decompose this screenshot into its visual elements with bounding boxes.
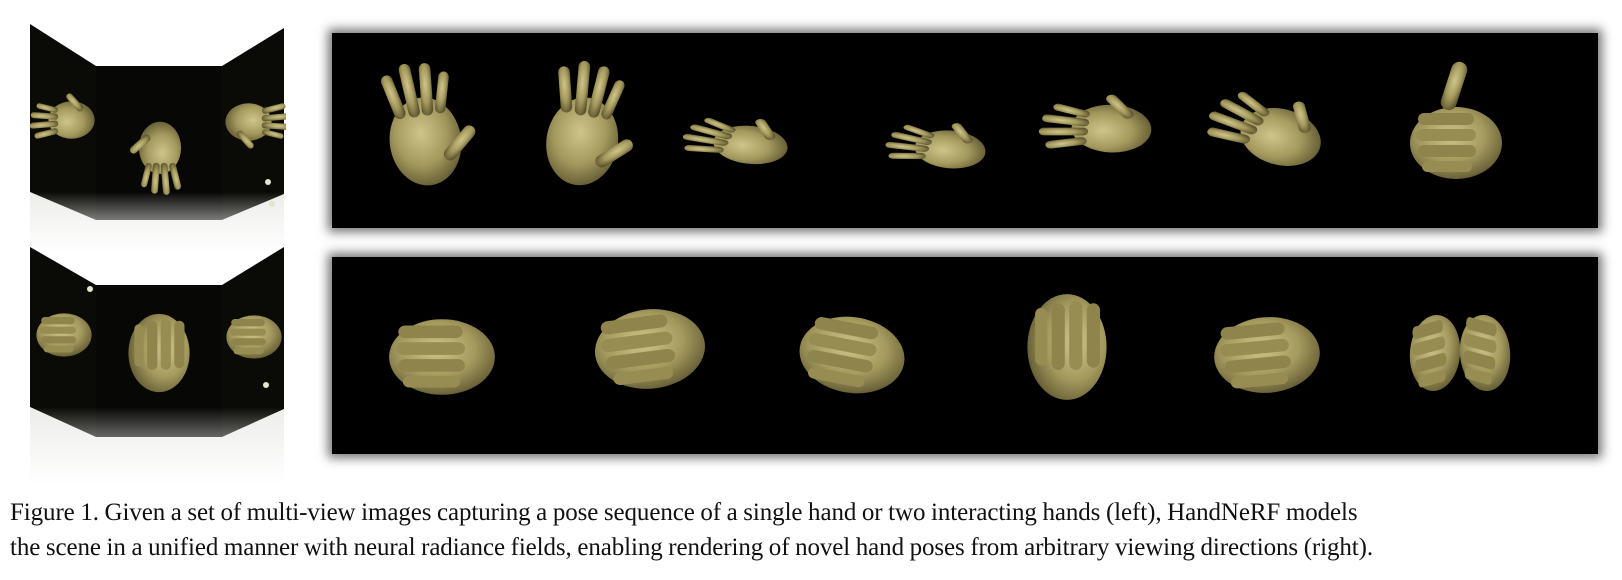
hand-render-2: [538, 55, 649, 195]
two-hand-render-5: [1210, 312, 1324, 398]
two-hand-render-4: [1027, 294, 1107, 400]
hand-render-7: [1410, 61, 1502, 179]
novel-pose-strip-two-hands: [332, 257, 1598, 454]
two-hand-render-2: [589, 302, 711, 396]
novel-pose-strip-single-hand: [332, 33, 1598, 228]
left-multiview-single-hand: [28, 22, 286, 252]
two-hand-render-6: [1407, 308, 1513, 398]
two-hand-render-3: [791, 307, 913, 403]
caption-line-2: the scene in a unified manner with neura…: [10, 534, 1374, 561]
two-hand-render-1: [389, 319, 495, 395]
hand-render-4: [879, 111, 996, 175]
hand-render-5: [1036, 88, 1156, 156]
hand-render-1: [377, 54, 485, 191]
caption-line-1: Figure 1. Given a set of multi-view imag…: [10, 499, 1358, 526]
figure-caption: Figure 1. Given a set of multi-view imag…: [10, 495, 1614, 565]
left-multiview-two-hands: [28, 245, 286, 485]
hand-render-6: [1196, 71, 1343, 179]
hand-render-3: [675, 104, 802, 171]
